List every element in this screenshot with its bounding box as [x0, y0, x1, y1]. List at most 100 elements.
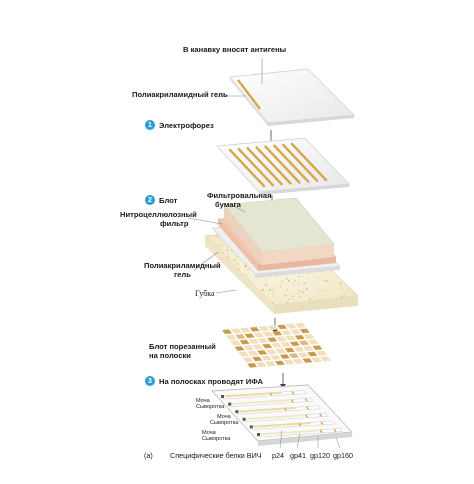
strip-band — [232, 399, 290, 405]
sponge-pore — [298, 289, 301, 292]
sponge-pore — [302, 275, 304, 277]
label-filter-paper: Фильтровальная бумага — [207, 191, 272, 209]
sponge-pore — [324, 279, 327, 282]
strip-cell — [235, 334, 246, 339]
strip-cell — [242, 357, 254, 363]
protein-leader — [296, 432, 301, 449]
strip-cell — [298, 340, 310, 346]
protein-gp160: gp160 — [333, 451, 353, 460]
sponge-pore — [243, 265, 246, 268]
strip-cell — [311, 357, 322, 363]
strip-cell — [261, 355, 272, 361]
strip-cell — [316, 350, 327, 356]
leader-gel2 — [193, 251, 219, 271]
panel-label: (a) — [144, 451, 153, 460]
strip-marker — [221, 395, 224, 398]
strip-cell — [285, 335, 296, 341]
strip-label-1: Моча Сыворотка — [196, 398, 224, 411]
protein-band — [305, 414, 309, 418]
protein-gp120: gp120 — [310, 451, 330, 460]
band — [228, 148, 266, 188]
sponge-pore — [276, 276, 278, 278]
strip-cell — [251, 356, 263, 362]
label-gel2: Полиакриламидный гель — [144, 261, 221, 279]
step-3-text: На полосках проводят ИФА — [159, 376, 263, 386]
strip-cell — [265, 361, 276, 367]
sponge-pore — [317, 298, 320, 301]
electrophoresis-bands — [228, 142, 328, 188]
strip-marker — [249, 425, 253, 429]
strip-cell — [256, 350, 268, 355]
strip-label-1b: Сыворотка — [196, 404, 225, 411]
strip-marker — [228, 402, 232, 406]
sponge-pore — [271, 302, 274, 305]
band — [255, 146, 292, 185]
sponge-pore — [297, 301, 299, 304]
sponge-pore — [289, 298, 292, 301]
strip-cell — [302, 358, 313, 363]
strip-cell — [257, 338, 269, 343]
sponge-pore — [268, 288, 272, 291]
step-2: 2 Блот — [145, 195, 177, 205]
strip-cell — [299, 328, 311, 334]
sponge-pore — [230, 249, 233, 252]
protein-band — [319, 429, 323, 433]
sponge-pore — [236, 257, 238, 259]
protein-band — [269, 392, 273, 396]
strip-cell — [243, 345, 255, 351]
strip-cell — [256, 362, 267, 367]
sponge-pore — [222, 252, 224, 254]
sponge-pore — [235, 255, 238, 258]
protein-band — [305, 406, 309, 410]
bottom-label: Специфические белки ВИЧ — [170, 451, 262, 460]
sponge-pore — [281, 280, 284, 283]
sponge-pore — [316, 276, 319, 279]
strip-cell — [252, 344, 264, 350]
sponge-pore — [301, 291, 303, 293]
sponge-pore — [343, 293, 345, 296]
strip-cell — [239, 339, 250, 345]
band — [264, 145, 301, 184]
band — [246, 147, 283, 186]
elisa-tray — [211, 384, 353, 446]
sponge-pore — [353, 295, 355, 297]
cut-blot-strips — [221, 322, 332, 368]
strip-cell — [262, 331, 274, 337]
leader-sponge — [215, 289, 237, 294]
strip-cell — [276, 336, 287, 342]
protein-p24: p24 — [272, 451, 284, 460]
strip-cell — [307, 351, 318, 357]
strip-cell — [280, 342, 291, 347]
strip-label-2: Моча Сыворотка — [210, 414, 238, 427]
strip-cell — [271, 330, 283, 336]
strip-cell — [294, 334, 306, 340]
strip-cell — [302, 346, 314, 351]
strip-cell — [295, 322, 306, 328]
step-1-number: 1 — [145, 120, 155, 130]
sponge-pore — [292, 295, 294, 298]
sponge-pore — [292, 282, 295, 285]
strip-band — [253, 422, 311, 428]
strip-cell — [253, 332, 265, 338]
gel-slab-top — [229, 68, 355, 126]
sponge-pore — [286, 301, 288, 304]
sponge-pore — [226, 252, 229, 255]
step-3: 3 На полосках проводят ИФА — [145, 376, 263, 386]
step-1: 1 Электрофорез — [145, 120, 214, 130]
sponge-pore — [298, 283, 301, 286]
antigen-well — [237, 79, 261, 110]
sponge-pore — [339, 282, 342, 285]
sponge-pore — [297, 292, 300, 295]
sponge-pore — [264, 279, 267, 281]
strip-cell — [249, 326, 260, 332]
label-gel2-line2: гель — [174, 269, 191, 279]
strip-cell — [248, 338, 260, 344]
sponge-pore — [287, 279, 291, 282]
strip-band — [224, 391, 283, 398]
strip-cell — [244, 333, 255, 339]
sponge-pore — [305, 287, 308, 291]
label-cut-blot: Блот порезанный на полоски — [149, 342, 216, 360]
sponge-pore — [271, 295, 273, 297]
label-nitro-line2: фильтр — [160, 218, 189, 228]
